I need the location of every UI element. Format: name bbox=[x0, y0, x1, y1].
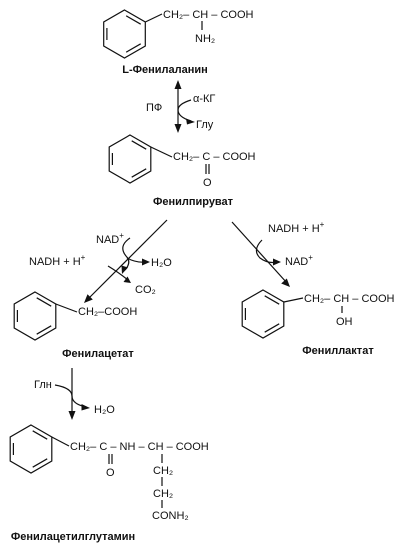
phenylacetylglutamine-structure: CH₂– C – NH – CH – COOH O CH₂ CH₂ CONH₂ bbox=[9, 424, 209, 522]
arrowhead-right-icon bbox=[186, 118, 195, 125]
phenylalanine-label: L-Фенилаланин bbox=[122, 64, 208, 76]
phenylalanine-amino-group: NH₂ bbox=[195, 33, 215, 45]
nadh-label-right: NADH + H+ bbox=[268, 220, 325, 235]
nad-plus-label-right: NAD+ bbox=[285, 253, 313, 268]
nad-plus-label: NAD+ bbox=[96, 231, 124, 246]
phenylalanine-structure: CH₂– CH – COOH NH₂ bbox=[103, 9, 254, 59]
arrowhead-right-icon bbox=[123, 276, 131, 283]
arrowhead-down-right-icon bbox=[281, 278, 290, 287]
amide-oxygen: O bbox=[106, 467, 115, 479]
arrowhead-down-icon bbox=[121, 265, 128, 274]
reduction-arrow bbox=[231, 221, 290, 287]
arrowhead-down-left-icon bbox=[84, 294, 93, 303]
nad-charge: + bbox=[308, 253, 313, 262]
alpha-ketoglutarate-label: α-КГ bbox=[193, 93, 215, 105]
arrowhead-right-icon bbox=[273, 258, 281, 266]
phenylacetylglutamine-chain: CH₂– C – NH – CH – COOH bbox=[70, 441, 209, 453]
nadh-label-left: NADH + H+ bbox=[29, 253, 86, 268]
glutamate-label: Глу bbox=[196, 119, 214, 131]
nadh-text: NADH + H bbox=[29, 256, 81, 268]
phenylacetylglutamine-label: Фенилацетилглутамин bbox=[11, 531, 135, 543]
transamination-arrow bbox=[174, 80, 195, 133]
benzene-ring-icon bbox=[108, 134, 152, 184]
glutamine-ch2-first: CH₂ bbox=[153, 465, 173, 477]
arrowhead-right-icon bbox=[142, 258, 150, 266]
phenylpyruvate-keto-oxygen: O bbox=[203, 177, 212, 189]
benzene-ring-icon bbox=[103, 9, 146, 59]
nadh-text: NADH + H bbox=[268, 223, 320, 235]
phenylacetate-label: Фенилацетат bbox=[62, 348, 134, 360]
glutamine-amide-group: CONH₂ bbox=[152, 510, 189, 522]
arrowhead-down-icon bbox=[174, 124, 182, 133]
arrowhead-down-icon bbox=[68, 411, 76, 420]
phenyllactate-side-chain: CH₂– CH – COOH bbox=[304, 293, 395, 305]
phenylpyruvate-label: Фенилпируват bbox=[153, 196, 234, 208]
proton-charge: + bbox=[320, 220, 325, 229]
water-label-bottom: H₂O bbox=[94, 404, 115, 416]
phenylalanine-side-chain: CH₂– CH – COOH bbox=[163, 9, 254, 21]
benzene-ring-icon bbox=[241, 289, 285, 339]
phenylacetate-structure: CH₂–COOH bbox=[13, 291, 137, 341]
arrowhead-up-icon bbox=[174, 80, 182, 89]
glutamine-label: Глн bbox=[34, 379, 52, 391]
benzene-ring-icon bbox=[13, 291, 57, 341]
decarboxylation-arrow bbox=[84, 219, 168, 303]
co2-label: CO₂ bbox=[135, 284, 156, 296]
benzene-ring-icon bbox=[9, 424, 53, 474]
nad-text: NAD bbox=[285, 256, 308, 268]
conjugation-arrow bbox=[54, 368, 90, 420]
nad-text: NAD bbox=[96, 234, 119, 246]
phenylpyruvate-side-chain: CH₂– C – COOH bbox=[173, 151, 256, 163]
transamination-enzyme: ПФ bbox=[146, 102, 162, 114]
phenyllactate-structure: CH₂– CH – COOH OH bbox=[241, 289, 395, 339]
phenylpyruvate-structure: CH₂– C – COOH O bbox=[108, 134, 256, 189]
proton-charge: + bbox=[81, 253, 86, 262]
phenylacetate-side-chain: CH₂–COOH bbox=[78, 306, 137, 318]
glutamine-ch2-second: CH₂ bbox=[153, 488, 173, 500]
water-label-left: H₂O bbox=[151, 257, 172, 269]
phenyllactate-hydroxyl: OH bbox=[336, 316, 353, 328]
nad-charge: + bbox=[119, 231, 124, 240]
phenyllactate-label: Фениллактат bbox=[302, 345, 374, 357]
arrowhead-right-icon bbox=[81, 404, 90, 411]
